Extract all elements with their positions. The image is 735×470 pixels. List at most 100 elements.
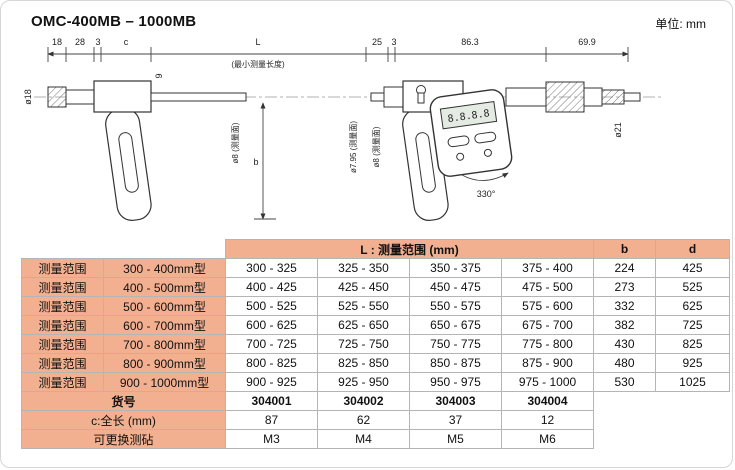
part-number: 304004 [500, 391, 595, 411]
l-value: 850 - 875 [409, 353, 502, 373]
display-button-1 [447, 135, 470, 148]
l-value: 300 - 325 [225, 258, 318, 278]
dim-c: c [124, 37, 129, 47]
d-value: 525 [655, 277, 731, 297]
table-row: 测量范围 800 - 900mm型 800 - 825 825 - 850 85… [21, 353, 731, 373]
b-value: 382 [593, 315, 657, 335]
l-value: 475 - 500 [500, 277, 595, 297]
dim-28: 28 [75, 37, 85, 47]
rotation-arc [461, 172, 509, 181]
d-value: 625 [655, 296, 731, 316]
c-length-value: 12 [500, 410, 595, 430]
page-title: OMC-400MB – 1000MB [31, 13, 197, 30]
range-type: 900 - 1000mm型 [103, 372, 226, 392]
header-spacer [22, 240, 226, 259]
table-row: 测量范围 600 - 700mm型 600 - 625 625 - 650 65… [21, 315, 731, 335]
l-value: 775 - 800 [500, 334, 595, 354]
anvil-value: M5 [409, 429, 502, 449]
dimension-chain [47, 47, 629, 62]
table-header-row: L : 测量范围 (mm) b d [22, 239, 731, 259]
range-type: 700 - 800mm型 [103, 334, 226, 354]
l-value: 950 - 975 [409, 372, 502, 392]
lcd-screen [439, 100, 498, 130]
range-label: 测量范围 [21, 334, 104, 354]
right-face2-label: ø8 (测量面) [372, 126, 381, 167]
c-length-value: 87 [225, 410, 318, 430]
anvil-value: M6 [500, 429, 595, 449]
part-number: 304003 [409, 391, 502, 411]
l-value: 575 - 600 [500, 296, 595, 316]
footer-spacer [594, 430, 730, 449]
dimension-labels: 18 28 3 c L (最小测量长度) 25 3 86.3 69.9 [52, 37, 596, 69]
l-value: 700 - 725 [225, 334, 318, 354]
d-value: 725 [655, 315, 731, 335]
l-value: 400 - 425 [225, 277, 318, 297]
range-type: 500 - 600mm型 [103, 296, 226, 316]
dim9-label: 9 [154, 73, 164, 78]
dim-L: L [255, 37, 260, 47]
digital-display-unit: 8.8.8.8 [429, 89, 513, 177]
b-value: 530 [593, 372, 657, 392]
range-type: 600 - 700mm型 [103, 315, 226, 335]
l-value: 425 - 450 [317, 277, 410, 297]
dia21-label: ø21 [613, 122, 623, 138]
d-value: 425 [655, 258, 731, 278]
l-value: 875 - 900 [500, 353, 595, 373]
b-value: 273 [593, 277, 657, 297]
dim-3-right: 3 [391, 37, 396, 47]
anvil-label: 可更换测砧 [21, 429, 226, 449]
table-row: 测量范围 900 - 1000mm型 900 - 925 925 - 950 9… [21, 372, 731, 392]
l-range-header: L : 测量范围 (mm) [224, 239, 595, 259]
dim-18: 18 [52, 37, 62, 47]
display-button-3 [456, 152, 465, 161]
l-value: 725 - 750 [317, 334, 410, 354]
anvil-value: M3 [225, 429, 318, 449]
l-value: 750 - 775 [409, 334, 502, 354]
thimble-assembly [505, 81, 641, 113]
l-value: 650 - 675 [409, 315, 502, 335]
l-value: 675 - 700 [500, 315, 595, 335]
b-value: 480 [593, 353, 657, 373]
range-label: 测量范围 [21, 277, 104, 297]
part-number: 304002 [317, 391, 410, 411]
l-value: 450 - 475 [409, 277, 502, 297]
angle-330-label: 330° [477, 189, 496, 199]
range-label: 测量范围 [21, 258, 104, 278]
d-value: 825 [655, 334, 731, 354]
c-length-value: 62 [317, 410, 410, 430]
b-label: b [253, 157, 258, 167]
d-header: d [655, 239, 731, 259]
range-type: 300 - 400mm型 [103, 258, 226, 278]
l-value: 825 - 850 [317, 353, 410, 373]
l-value: 900 - 925 [225, 372, 318, 392]
anvil-value: M4 [317, 429, 410, 449]
part-number: 304001 [225, 391, 318, 411]
left-face-label: ø8 (测量面) [231, 122, 240, 163]
range-label: 测量范围 [21, 353, 104, 373]
range-label: 测量范围 [21, 315, 104, 335]
b-value: 224 [593, 258, 657, 278]
l-value: 550 - 575 [409, 296, 502, 316]
b-dimension [254, 102, 276, 220]
c-length-row: c:全长 (mm) 87 62 37 12 [21, 410, 730, 430]
d-value: 1025 [655, 372, 731, 392]
l-value: 925 - 950 [317, 372, 410, 392]
l-value: 350 - 375 [409, 258, 502, 278]
dim-3-left: 3 [95, 37, 100, 47]
anvil-row: 可更换测砧 M3 M4 M5 M6 [21, 429, 730, 449]
d-value: 925 [655, 353, 731, 373]
l-value: 525 - 550 [317, 296, 410, 316]
spec-table: L : 测量范围 (mm) b d 测量范围 300 - 400mm型 300 … [21, 239, 731, 449]
part-number-label: 货号 [21, 391, 226, 411]
l-value: 375 - 400 [500, 258, 595, 278]
min-length-note: (最小测量长度) [231, 59, 285, 69]
dim-69-9: 69.9 [578, 37, 596, 47]
left-anvil-assembly [47, 80, 247, 113]
display-button-2 [474, 131, 497, 144]
b-header: b [593, 239, 657, 259]
b-value: 332 [593, 296, 657, 316]
range-type: 400 - 500mm型 [103, 277, 226, 297]
dia18-label: ø18 [23, 89, 33, 105]
display-button-4 [483, 148, 492, 157]
